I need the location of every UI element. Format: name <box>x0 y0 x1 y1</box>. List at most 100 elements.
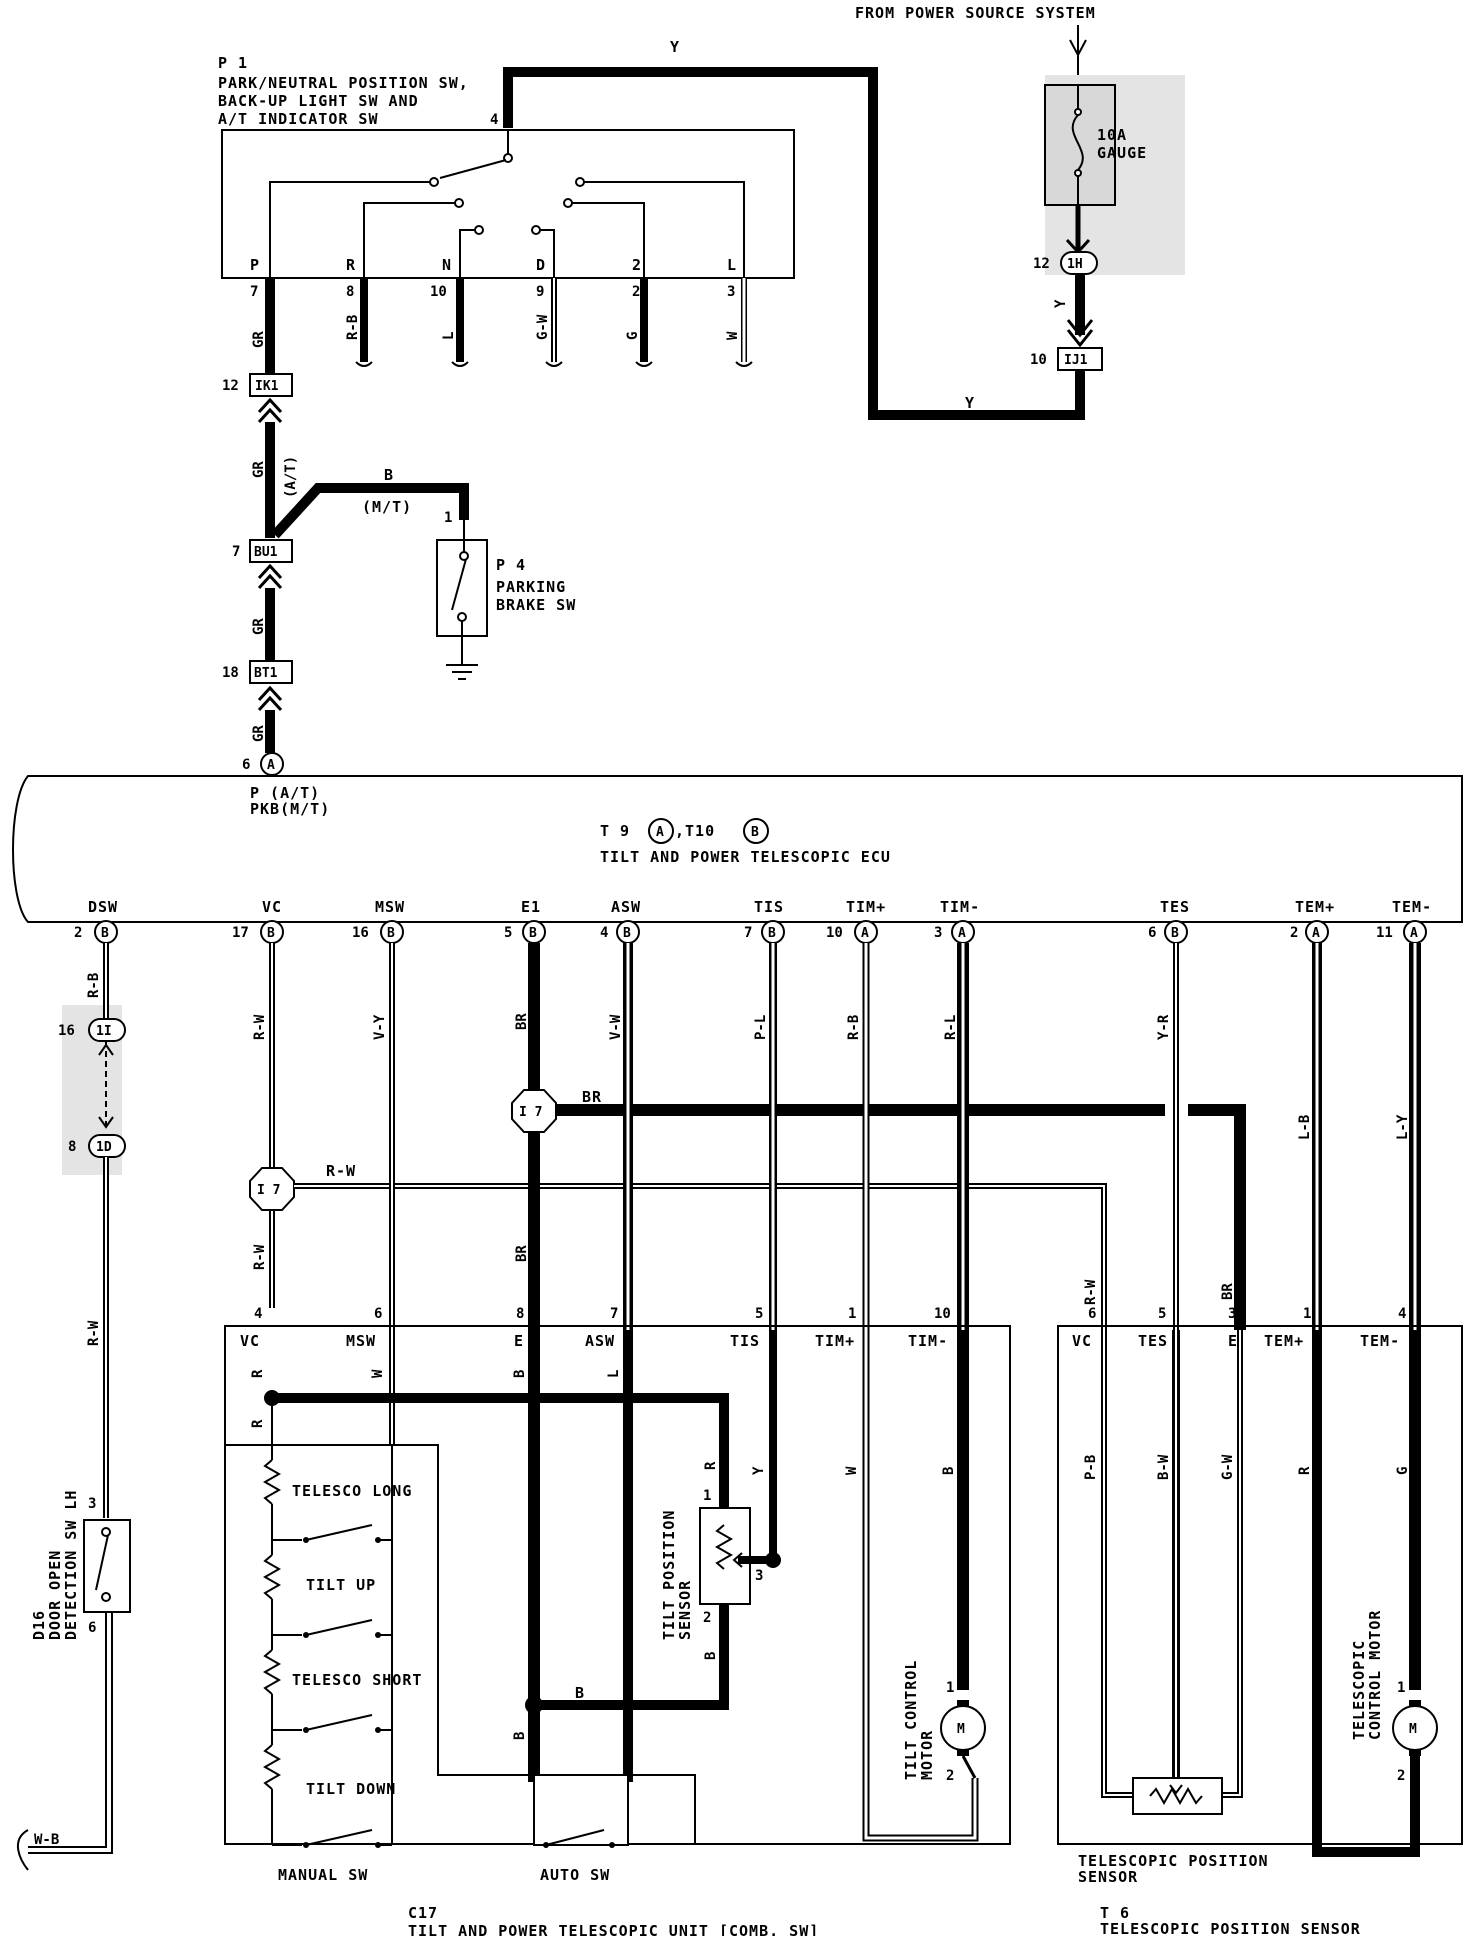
term-e1: E1 <box>521 898 541 916</box>
wire-at-note: (A/T) <box>283 456 299 498</box>
wire-temp: L-B <box>1297 1115 1313 1140</box>
fuse-name: GAUGE <box>1097 144 1147 162</box>
t6-pin-tes: 5 <box>1158 1306 1166 1322</box>
resistor-icon <box>262 1459 282 1505</box>
p1-pos-d: D <box>536 256 546 274</box>
wire-timp: R-B <box>846 1015 862 1040</box>
c17-pin-asw: 7 <box>610 1306 618 1322</box>
c17-wire-r: R <box>250 1419 266 1428</box>
term-tes: TES <box>1160 898 1190 916</box>
wire-gr-3: GR <box>251 618 267 635</box>
wire-timm: R-L <box>943 1015 959 1040</box>
connector-ij1-pin: 10 <box>1030 352 1047 368</box>
wire-dsw: R-B <box>86 973 102 998</box>
tilt-motor-line1: TILT CONTROL <box>902 1660 920 1780</box>
c17-wire-timp: W <box>844 1466 860 1475</box>
p1-input-pin: 4 <box>490 112 498 128</box>
t6-wire-tes: B-W <box>1156 1454 1172 1480</box>
wire-tis: P-L <box>753 1015 769 1040</box>
c17-label-vc: VC <box>240 1332 260 1350</box>
tilt-sensor-pin-1: 1 <box>703 1488 711 1504</box>
gr-chain-group: GR IK1 12 GR (A/T) B (M/T) 1 BU1 7 GR BT… <box>222 278 469 776</box>
wire-y-vertical: Y <box>1053 299 1069 308</box>
ecu-ref-prefix: T 9 <box>600 822 630 840</box>
pin-e1: 5 <box>504 925 512 941</box>
ecu-pins-group: B2 B17 B16 B5 B4 B7 A10 A3 B6 A2 A11 <box>74 920 1427 944</box>
tilt-sensor-wire-b: B <box>703 1652 719 1660</box>
c17-wire-vc: R <box>250 1369 266 1378</box>
p1-wire-2: G <box>625 332 641 340</box>
c17-pin-timp: 1 <box>848 1306 856 1322</box>
tilt-motor-line2: MOTOR <box>918 1730 936 1780</box>
term-tis: TIS <box>754 898 784 916</box>
connector-ij1-id: IJ1 <box>1064 353 1088 368</box>
tilt-motor-letter: M <box>957 1722 965 1737</box>
conn-1i-id: 1I <box>96 1024 112 1039</box>
ecu-p-label: P (A/T) <box>250 784 320 802</box>
wire-br-t6: BR <box>1220 1283 1236 1300</box>
d16-pin-top: 3 <box>88 1496 96 1512</box>
connector-ik1 <box>249 373 293 397</box>
ecu-pkb-label: PKB(M/T) <box>250 800 330 818</box>
c17-wire-msw: W <box>370 1369 386 1378</box>
ecu-box <box>12 775 1463 923</box>
ecu-name: TILT AND POWER TELESCOPIC ECU <box>600 848 891 866</box>
pin-vc-conn: B <box>267 926 275 941</box>
t6-ref: T 6 <box>1100 1904 1130 1922</box>
term-timp: TIM+ <box>846 898 886 916</box>
c17-label-timm: TIM- <box>908 1332 948 1350</box>
c17-pin-vc: 4 <box>254 1306 262 1322</box>
switch-rows <box>272 1445 393 1848</box>
door-switch-group: R-B 1I 16 1D 8 R-W 3 6 W-B D16 DOOR OPEN… <box>16 943 131 1871</box>
p1-wire-d: G-W <box>535 314 551 340</box>
term-dsw: DSW <box>88 898 118 916</box>
t6-pin-vc: 6 <box>1088 1306 1096 1322</box>
d16-pin-bottom: 6 <box>88 1620 96 1636</box>
connector-1h-pin: 12 <box>1033 256 1050 272</box>
conn-1d-pin: 8 <box>68 1139 76 1155</box>
ecu-conn-p-id: A <box>267 758 275 773</box>
t6-group: 6 5 3 1 4 VC TES E TEM+ TEM- P-B B-W G-W… <box>1057 1306 1463 1936</box>
connector-ik1-id: IK1 <box>255 379 279 394</box>
junction-i7-left <box>249 1167 295 1211</box>
tilt-sensor-ground-wire: B <box>575 1684 585 1702</box>
ecu-ref-a: A <box>656 825 664 840</box>
p4-line1: PARKING <box>496 578 566 596</box>
connector-bt1-pin: 18 <box>222 665 239 681</box>
t6-label-tes: TES <box>1138 1332 1168 1350</box>
tilt-sensor-line1: TILT POSITION <box>660 1510 678 1640</box>
t6-motor-letter: M <box>1409 1722 1417 1737</box>
p1-pin-n: 10 <box>430 284 447 300</box>
junction-i7-left-label: I 7 <box>257 1183 280 1198</box>
t6-pin-temp: 1 <box>1303 1306 1311 1322</box>
d16-line2: DETECTION SW LH <box>62 1490 80 1640</box>
connector-1h-id: 1H <box>1067 257 1083 272</box>
t6-name: TELESCOPIC POSITION SENSOR <box>1100 1920 1361 1936</box>
c17-label-msw: MSW <box>346 1332 376 1350</box>
switch-tilt-up: TILT UP <box>306 1576 376 1594</box>
p1-pos-r: R <box>346 256 356 274</box>
pin-timm: 3 <box>934 925 942 941</box>
p4-pin: 1 <box>444 510 452 526</box>
c17-pin-msw: 6 <box>374 1306 382 1322</box>
t6-label-temp: TEM+ <box>1264 1332 1304 1350</box>
c17-ref: C17 <box>408 1904 438 1922</box>
c17-label-tis: TIS <box>730 1332 760 1350</box>
p1-pin-2: 2 <box>632 284 640 300</box>
switch-tilt-down: TILT DOWN <box>306 1780 396 1798</box>
c17-label-timp: TIM+ <box>815 1332 855 1350</box>
pin-vc: 17 <box>232 925 249 941</box>
fuse-rating: 10A <box>1097 126 1127 144</box>
pin-asw-conn: B <box>623 926 631 941</box>
pin-e1-conn: B <box>529 926 537 941</box>
wire-e1-lower: BR <box>514 1245 530 1262</box>
p1-pin-l: 3 <box>727 284 735 300</box>
manual-sw-label: MANUAL SW <box>278 1866 368 1884</box>
p4-line2: BRAKE SW <box>496 596 576 614</box>
c17-group: 4 6 8 7 5 1 10 VC MSW E ASW TIS TIM+ TIM… <box>224 1306 1011 1936</box>
term-vc: VC <box>262 898 282 916</box>
ecu-ref-mid: ,T10 <box>675 822 715 840</box>
term-temp: TEM+ <box>1295 898 1335 916</box>
c17-pin-timm: 10 <box>934 1306 951 1322</box>
conn-1i-pin: 16 <box>58 1023 75 1039</box>
